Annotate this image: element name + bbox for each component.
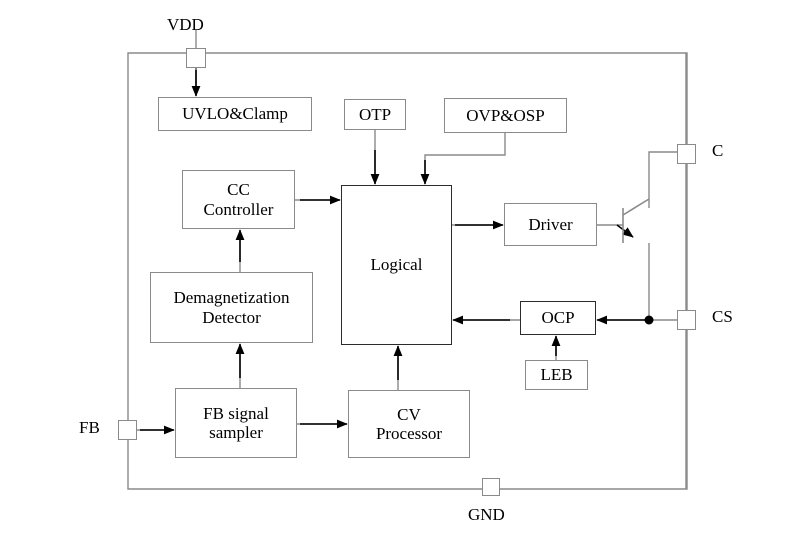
arrow-base (616, 224, 634, 238)
block-ocp-label: OCP (541, 308, 575, 328)
block-driver-label: Driver (528, 214, 573, 234)
block-otp-label: OTP (358, 104, 392, 124)
pin-c-label: C (712, 141, 724, 160)
pin-fb[interactable] (118, 420, 137, 440)
block-logical-label: Logical (370, 255, 423, 275)
block-ocp[interactable]: OCP (520, 301, 596, 335)
block-leb-label: LEB (540, 365, 573, 385)
block-cc-controller[interactable]: CC Controller (182, 170, 295, 229)
block-cc-controller-label: CC Controller (203, 180, 274, 219)
npn-transistor (622, 198, 650, 243)
block-ovp-osp-label: OVP&OSP (466, 105, 545, 125)
pin-cs[interactable] (677, 310, 696, 330)
block-uvlo-clamp[interactable]: UVLO&Clamp (158, 97, 312, 131)
block-leb[interactable]: LEB (525, 360, 588, 390)
pin-vdd[interactable] (186, 48, 206, 68)
pin-fb-label: FB (79, 418, 100, 437)
cs-junction-dot (644, 315, 654, 325)
block-otp[interactable]: OTP (344, 99, 406, 130)
wire-collector-c (648, 151, 677, 208)
pin-gnd[interactable] (482, 478, 500, 496)
wire-ovp-logical (424, 133, 506, 178)
pin-gnd-label: GND (468, 505, 505, 524)
block-uvlo-clamp-label: UVLO&Clamp (182, 104, 288, 124)
pin-vdd-label: VDD (167, 15, 204, 34)
block-cv-processor-label: CV Processor (375, 404, 443, 443)
ic-boundary (127, 52, 688, 490)
block-ovp-osp[interactable]: OVP&OSP (444, 98, 567, 133)
block-demagnetization-detector[interactable]: Demagnetization Detector (150, 272, 313, 343)
pin-c[interactable] (677, 144, 696, 164)
block-demagnetization-detector-label: Demagnetization Detector (173, 288, 290, 327)
pin-cs-label: CS (712, 307, 733, 326)
block-cv-processor[interactable]: CV Processor (348, 390, 470, 458)
block-driver[interactable]: Driver (504, 203, 597, 246)
block-logical[interactable]: Logical (341, 185, 452, 345)
block-fb-signal-sampler-label: FB signal sampler (203, 403, 269, 442)
block-fb-signal-sampler[interactable]: FB signal sampler (175, 388, 297, 458)
